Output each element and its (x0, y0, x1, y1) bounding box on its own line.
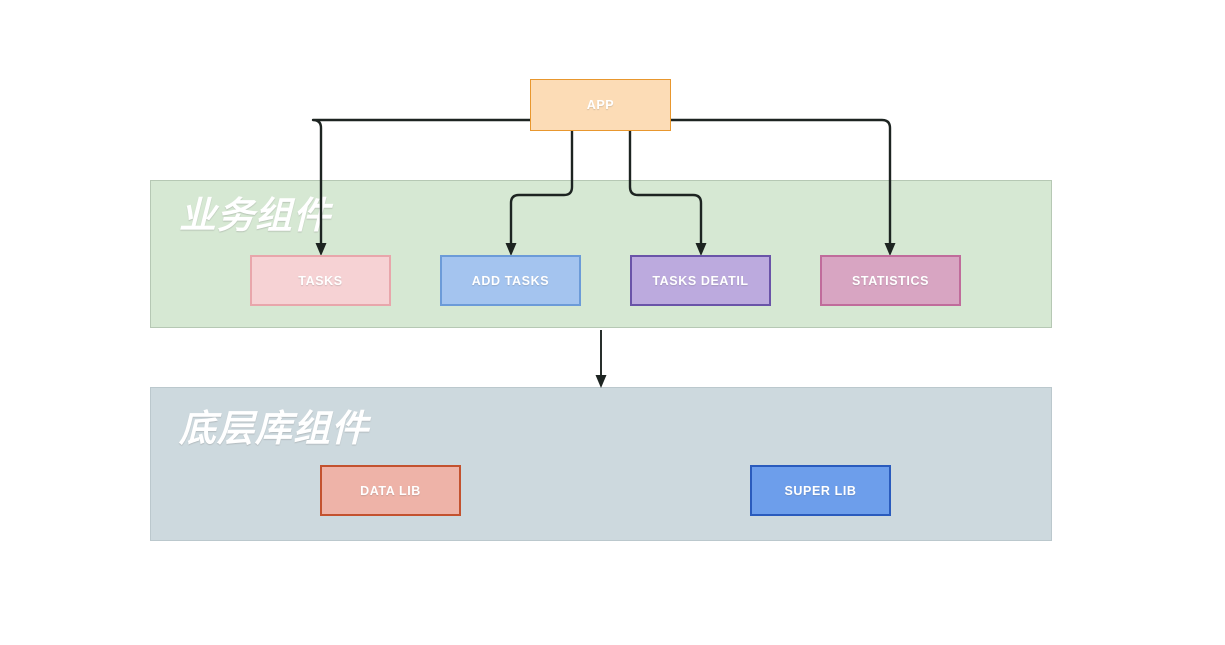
node-add-tasks[interactable]: ADD TASKS (440, 255, 581, 306)
node-data-lib-label: DATA LIB (360, 483, 421, 498)
node-statistics[interactable]: STATISTICS (820, 255, 961, 306)
node-tasks-deatil-label: TASKS DEATIL (652, 273, 749, 288)
node-statistics-label: STATISTICS (851, 273, 930, 288)
node-tasks-label: TASKS (298, 273, 343, 288)
group-label-business-components: 业务组件 (179, 194, 331, 237)
group-label-base-library-components: 底层库组件 (179, 407, 369, 450)
node-super-lib-label: SUPER LIB (784, 483, 857, 498)
node-app-label: APP (586, 98, 615, 112)
node-tasks[interactable]: TASKS (250, 255, 391, 306)
node-super-lib[interactable]: SUPER LIB (750, 465, 891, 516)
node-add-tasks-label: ADD TASKS (471, 273, 550, 288)
node-app[interactable]: APP (530, 79, 671, 131)
group-panel-base-library-components[interactable]: 底层库组件 (150, 387, 1052, 541)
edge-business-to-lib (595, 330, 607, 388)
node-data-lib[interactable]: DATA LIB (320, 465, 461, 516)
node-tasks-deatil[interactable]: TASKS DEATIL (630, 255, 771, 306)
